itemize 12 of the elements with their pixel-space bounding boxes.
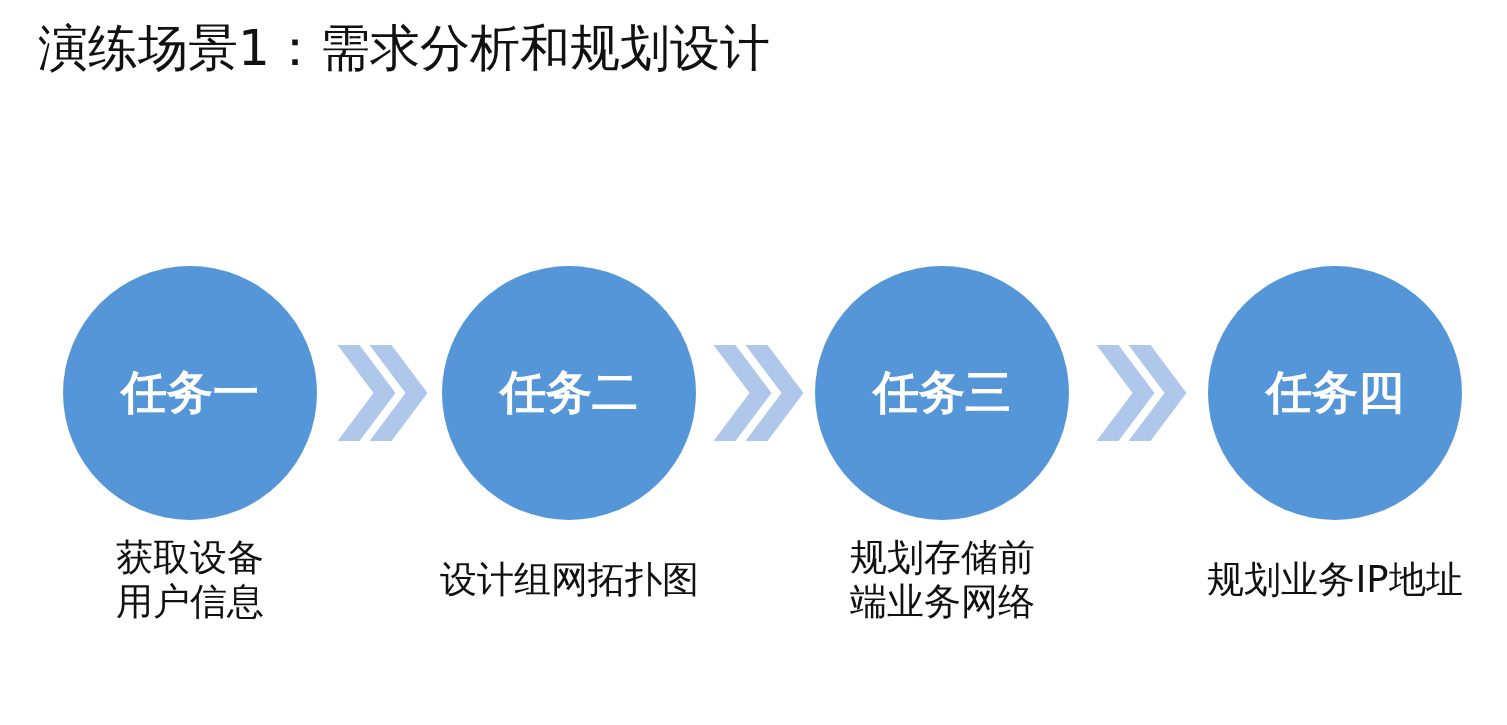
task-description: 规划存储前端业务网络	[848, 535, 1036, 625]
title: 演练场景1：需求分析和规划设计	[38, 18, 770, 78]
task-label: 任务三	[873, 364, 1011, 421]
task-description: 获取设备用户信息	[115, 535, 265, 625]
task-label: 任务二	[500, 364, 638, 421]
chevron-arrow	[1096, 345, 1187, 441]
chevron-arrow	[337, 345, 428, 441]
task-description: 规划业务IP地址	[1206, 558, 1464, 603]
task-label: 任务四	[1266, 364, 1404, 421]
task-label: 任务一	[121, 364, 259, 421]
task-description: 设计组网拓扑图	[438, 558, 700, 603]
chevron-arrow	[713, 345, 804, 441]
